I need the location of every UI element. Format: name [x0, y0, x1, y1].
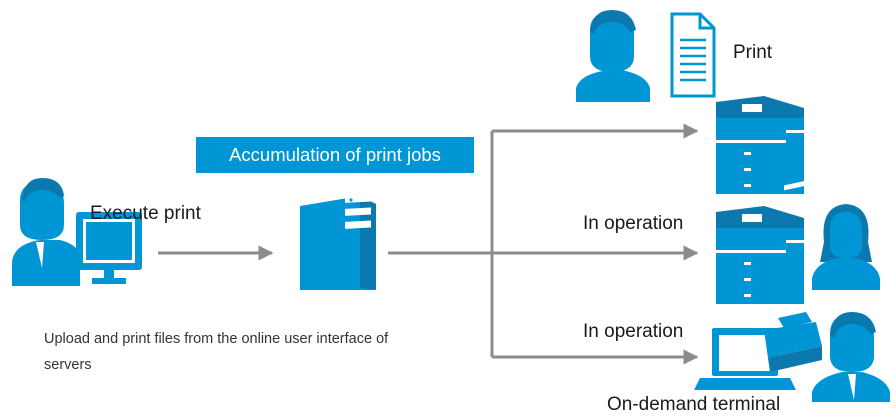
multifunction-printer-icon — [716, 206, 804, 304]
laptop-icon — [694, 328, 796, 390]
in-operation-label-1: In operation — [583, 213, 684, 234]
server-icon — [300, 194, 376, 290]
desktop-printer-icon — [764, 181, 822, 372]
accumulation-badge: Accumulation of print jobs — [196, 137, 474, 173]
execute-print-label: Execute print — [90, 203, 201, 224]
multifunction-printer-icon — [716, 96, 804, 194]
print-label: Print — [733, 42, 773, 63]
user-at-monitor-icon — [12, 178, 142, 286]
in-operation-label-2: In operation — [583, 321, 684, 342]
woman-icon — [812, 204, 880, 290]
user-icon — [576, 10, 650, 102]
upload-note: Upload and print files from the online u… — [44, 331, 389, 373]
connectors — [158, 123, 699, 365]
user-icon — [812, 312, 890, 402]
document-icon — [670, 12, 716, 98]
on-demand-terminal-label: On-demand terminal — [607, 394, 781, 415]
